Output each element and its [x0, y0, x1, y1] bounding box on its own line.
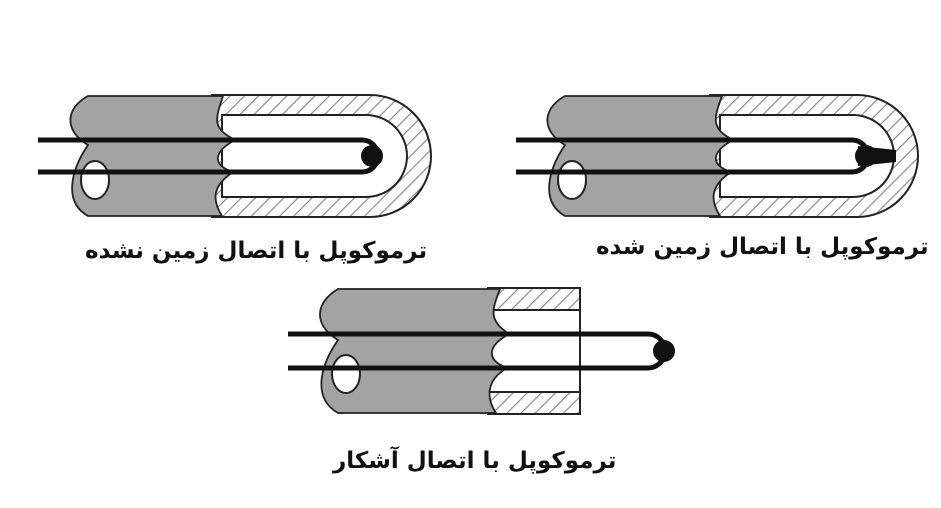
- junction-bead: [653, 340, 675, 362]
- exposed-junction-caption: ترموکوپل با اتصال آشکار: [333, 448, 617, 474]
- sheath-lower-wall: [487, 391, 581, 415]
- exposed-junction-figure: [288, 287, 675, 415]
- wire-exit-hole: [80, 160, 110, 200]
- ungrounded-junction-caption: ترموکوپل با اتصال زمین نشده: [85, 238, 428, 264]
- wire-exit-hole: [557, 160, 587, 200]
- junction-bead: [855, 145, 877, 167]
- wire-exit-hole: [331, 354, 361, 394]
- insulation-body: [319, 288, 511, 414]
- ungrounded-junction-figure: [38, 94, 432, 218]
- sheath-bore: [221, 114, 408, 198]
- grounded-junction-figure: [516, 94, 919, 218]
- sheath-upper-wall: [487, 287, 581, 311]
- wire-loop: [361, 137, 381, 175]
- grounded-junction-caption: ترموکوپل با اتصال زمین شده: [596, 234, 929, 260]
